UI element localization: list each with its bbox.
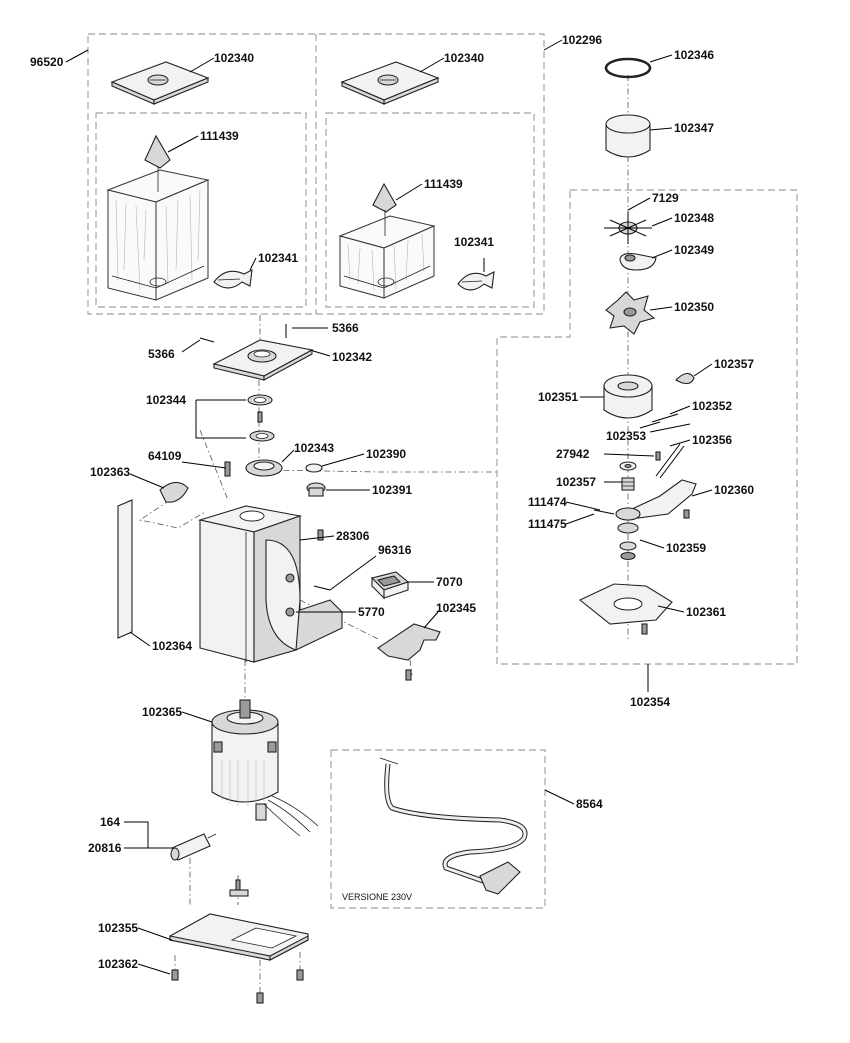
label-102357-mid: 102357 bbox=[556, 475, 596, 489]
gasket-ring bbox=[604, 57, 652, 79]
label-111474: 111474 bbox=[528, 495, 567, 509]
label-5770: 5770 bbox=[358, 605, 385, 619]
side-panel-102364 bbox=[117, 499, 133, 639]
power-switch bbox=[370, 571, 410, 600]
label-20816: 20816 bbox=[88, 841, 122, 855]
dosing-chamber bbox=[603, 374, 653, 419]
lever-hub bbox=[617, 522, 639, 561]
label-102365: 102365 bbox=[142, 705, 182, 719]
top-plate bbox=[212, 339, 314, 381]
label-102296: 102296 bbox=[562, 33, 602, 47]
label-102349: 102349 bbox=[674, 243, 714, 257]
hopper-shutter-left bbox=[213, 269, 253, 289]
hopper-right-inner-box bbox=[325, 112, 535, 308]
hopper-bin-left bbox=[106, 134, 210, 301]
grinder-body bbox=[197, 505, 343, 663]
label-96316: 96316 bbox=[378, 543, 412, 557]
part-labels: 96520 102340 102340 102296 102346 102347… bbox=[30, 33, 754, 971]
label-102340-right: 102340 bbox=[444, 51, 484, 65]
small-screw-27942 bbox=[655, 451, 661, 461]
hopper-lid-left bbox=[110, 61, 210, 105]
power-cord-caption: VERSIONE 230V bbox=[342, 892, 412, 902]
label-7129: 7129 bbox=[652, 191, 679, 205]
coil-spring bbox=[621, 477, 635, 491]
body-screws bbox=[285, 529, 412, 681]
label-96520: 96520 bbox=[30, 55, 64, 69]
label-102354: 102354 bbox=[630, 695, 670, 709]
return-spring bbox=[655, 443, 685, 479]
label-102357-top: 102357 bbox=[714, 357, 754, 371]
label-102363: 102363 bbox=[90, 465, 130, 479]
lever-pin bbox=[593, 509, 615, 515]
group-boxes bbox=[87, 33, 798, 909]
label-64109: 64109 bbox=[148, 449, 182, 463]
label-102362: 102362 bbox=[98, 957, 138, 971]
label-102342: 102342 bbox=[332, 350, 372, 364]
leader-lines bbox=[65, 39, 713, 975]
label-102350: 102350 bbox=[674, 300, 714, 314]
label-102353: 102353 bbox=[606, 429, 646, 443]
chamber-pins bbox=[639, 413, 679, 429]
top-plate-screws bbox=[199, 324, 287, 343]
label-102364: 102364 bbox=[152, 639, 192, 653]
motor bbox=[211, 699, 319, 837]
label-102391: 102391 bbox=[372, 483, 412, 497]
hopper-shutter-right bbox=[457, 271, 495, 291]
dosing-base-plate bbox=[578, 583, 673, 635]
distributor-wheel bbox=[605, 291, 656, 335]
base-plate bbox=[169, 879, 309, 961]
cap-102391 bbox=[306, 482, 326, 497]
knob-102363 bbox=[159, 481, 189, 503]
label-8564: 8564 bbox=[576, 797, 603, 811]
power-cord bbox=[379, 757, 528, 895]
label-102348: 102348 bbox=[674, 211, 714, 225]
fork-holder bbox=[377, 623, 441, 661]
label-102341-right: 102341 bbox=[454, 235, 494, 249]
label-102340-left: 102340 bbox=[214, 51, 254, 65]
label-27942: 27942 bbox=[556, 447, 590, 461]
seal-rings bbox=[247, 394, 275, 442]
label-102361: 102361 bbox=[686, 605, 726, 619]
grinder-collar bbox=[605, 114, 651, 158]
label-102390: 102390 bbox=[366, 447, 406, 461]
hopper-left-inner-box bbox=[95, 112, 307, 308]
dosing-star bbox=[604, 212, 652, 244]
label-111475: 111475 bbox=[528, 517, 567, 531]
label-5366-left: 5366 bbox=[148, 347, 175, 361]
top-burr-carrier bbox=[245, 459, 283, 477]
hopper-bin-right bbox=[338, 182, 436, 299]
label-111439-right: 111439 bbox=[424, 177, 463, 191]
label-102343: 102343 bbox=[294, 441, 334, 455]
label-7070: 7070 bbox=[436, 575, 463, 589]
lever-screw bbox=[683, 509, 690, 519]
dosing-lever bbox=[615, 479, 697, 521]
label-102347: 102347 bbox=[674, 121, 714, 135]
chamber-knob bbox=[675, 372, 695, 385]
label-28306: 28306 bbox=[336, 529, 370, 543]
base-feet bbox=[171, 969, 304, 1004]
label-102351: 102351 bbox=[538, 390, 578, 404]
screw-64109 bbox=[224, 461, 231, 477]
label-102356: 102356 bbox=[692, 433, 732, 447]
label-102341-left: 102341 bbox=[258, 251, 298, 265]
label-164: 164 bbox=[100, 815, 120, 829]
label-111439-left: 111439 bbox=[200, 129, 239, 143]
label-102355: 102355 bbox=[98, 921, 138, 935]
cap-102390 bbox=[305, 463, 323, 473]
label-102344: 102344 bbox=[146, 393, 186, 407]
label-102345: 102345 bbox=[436, 601, 476, 615]
label-102352: 102352 bbox=[692, 399, 732, 413]
label-102359: 102359 bbox=[666, 541, 706, 555]
label-5366-top: 5366 bbox=[332, 321, 359, 335]
capacitor bbox=[170, 833, 217, 861]
power-cord-box bbox=[330, 749, 546, 909]
washer-102357 bbox=[619, 461, 637, 471]
grinder-group-box bbox=[496, 189, 798, 665]
label-102346: 102346 bbox=[674, 48, 714, 62]
hopper-lid-right bbox=[340, 61, 440, 105]
dosing-chute bbox=[619, 253, 657, 271]
label-102360: 102360 bbox=[714, 483, 754, 497]
